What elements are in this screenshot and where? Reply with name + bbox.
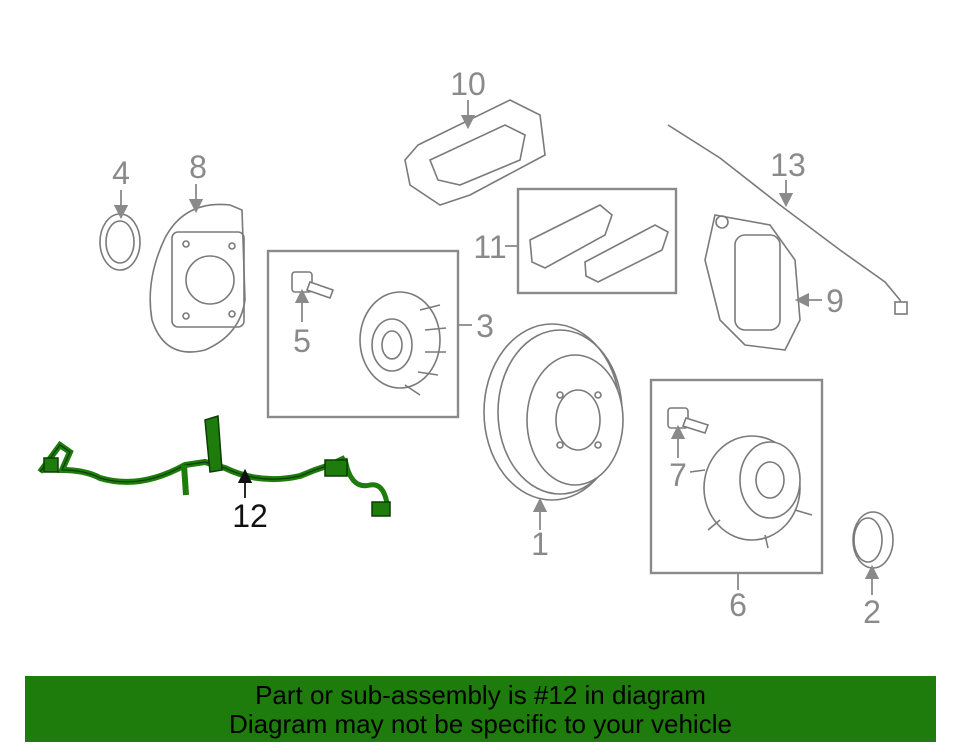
callout-12: 12 xyxy=(232,498,268,534)
part-1-rotor xyxy=(483,323,624,530)
callout-13: 13 xyxy=(770,147,806,183)
callout-10: 10 xyxy=(450,66,486,102)
callout-7: 7 xyxy=(669,457,687,493)
callout-11: 11 xyxy=(473,229,506,265)
callout-6: 6 xyxy=(729,587,747,623)
part-9-caliper xyxy=(704,214,822,351)
part-3-hub-box xyxy=(266,249,472,419)
callout-3: 3 xyxy=(476,308,494,344)
part-13-wear-sensor xyxy=(667,124,908,315)
callout-5: 5 xyxy=(293,323,311,359)
banner-line-2: Diagram may not be specific to your vehi… xyxy=(229,709,732,739)
callout-1: 1 xyxy=(531,526,549,562)
part-11-brake-pads-box xyxy=(505,187,678,295)
callout-4: 4 xyxy=(112,155,130,191)
callout-8: 8 xyxy=(189,149,207,185)
banner-line-1: Part or sub-assembly is #12 in diagram xyxy=(255,680,706,710)
callout-9: 9 xyxy=(826,283,844,319)
part-6-hub-box xyxy=(649,378,824,590)
part-2-dust-cap xyxy=(852,511,894,595)
part-8-dust-shield xyxy=(149,184,246,353)
info-banner: Part or sub-assembly is #12 in diagram D… xyxy=(25,676,936,742)
callout-2: 2 xyxy=(863,594,881,630)
part-12-abs-sensor-harness xyxy=(37,415,391,517)
part-10-caliper-bracket xyxy=(404,99,546,206)
part-4-seal xyxy=(99,190,141,271)
